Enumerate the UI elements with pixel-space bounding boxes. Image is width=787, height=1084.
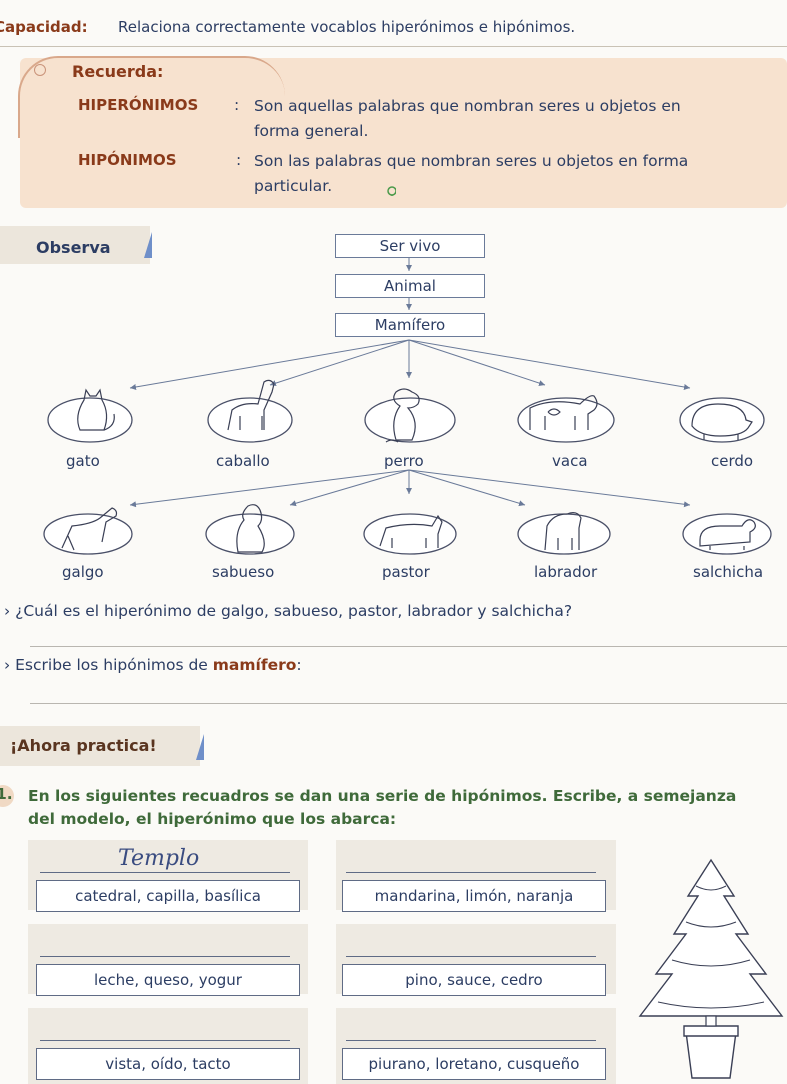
- ellipse-galgo: [43, 513, 133, 555]
- hyponym-box-3: leche, queso, yogur: [36, 964, 300, 996]
- hiponimos-term: HIPÓNIMOS: [78, 151, 177, 169]
- question-hiponimos-bold: mamífero: [212, 656, 297, 674]
- answer-line-2[interactable]: [30, 703, 787, 704]
- write-line-2[interactable]: [346, 872, 596, 873]
- exercise-number-badge: [0, 785, 14, 807]
- hiperonimos-definition-line2: forma general.: [254, 122, 369, 140]
- hyponym-diagram: [43, 258, 772, 555]
- answer-line-1[interactable]: [30, 646, 787, 647]
- practica-title: ¡Ahora practica!: [10, 736, 157, 755]
- hierarchy-box-ser-vivo: Ser vivo: [335, 234, 485, 258]
- question-hiperonimo: › ¿Cuál es el hiperónimo de galgo, sabue…: [4, 602, 573, 620]
- hiponimos-definition-line1: Son las palabras que nombran seres u obj…: [254, 152, 689, 170]
- practica-band: [0, 726, 200, 766]
- hyponym-box-6: piurano, loretano, cusqueño: [342, 1048, 606, 1080]
- pine-tree-icon: [638, 858, 784, 1079]
- recuerda-panel: [20, 58, 787, 208]
- hiponimos-definition-line2: particular.: [254, 177, 333, 195]
- hyponym-box-2: mandarina, limón, naranja: [342, 880, 606, 912]
- hiperonimos-term: HIPERÓNIMOS: [78, 96, 199, 114]
- write-line-4[interactable]: [346, 956, 596, 957]
- hierarchy-box-animal: Animal: [335, 274, 485, 298]
- write-line-6[interactable]: [346, 1040, 596, 1041]
- ellipse-labrador: [517, 513, 611, 555]
- exercise-number: 1.: [0, 785, 13, 803]
- hiperonimos-colon: :: [234, 96, 240, 114]
- hyponym-box-4: pino, sauce, cedro: [342, 964, 606, 996]
- question-hiponimos-suffix: :: [296, 656, 302, 674]
- hyponym-box-5: vista, oído, tacto: [36, 1048, 300, 1080]
- question-hiponimos: › Escribe los hipónimos de mamífero:: [4, 656, 302, 674]
- triangle-marker-icon: [196, 734, 204, 760]
- observa-band: [0, 226, 150, 264]
- write-line-1[interactable]: [40, 872, 290, 873]
- capacidad-label: Capacidad:: [0, 18, 88, 36]
- ellipse-gato: [47, 397, 133, 443]
- ellipse-caballo: [207, 397, 293, 443]
- label-pastor: pastor: [382, 563, 430, 581]
- label-sabueso: sabueso: [212, 563, 275, 581]
- recuerda-bubble-outline: [18, 56, 285, 138]
- hiperonimos-definition-line1: Son aquellas palabras que nombran seres …: [254, 97, 681, 115]
- label-perro: perro: [384, 452, 424, 470]
- write-line-3[interactable]: [40, 956, 290, 957]
- label-gato: gato: [66, 452, 100, 470]
- write-line-5[interactable]: [40, 1040, 290, 1041]
- hierarchy-box-mamifero: Mamífero: [335, 313, 485, 337]
- hyponym-box-1: catedral, capilla, basílica: [36, 880, 300, 912]
- ellipse-sabueso: [205, 513, 295, 555]
- header-divider: [0, 46, 787, 47]
- question-hiponimos-prefix: › Escribe los hipónimos de: [4, 656, 213, 674]
- label-caballo: caballo: [216, 452, 270, 470]
- pin-icon: [387, 186, 396, 196]
- bullet-circle-icon: [34, 64, 46, 76]
- observa-title: Observa: [36, 238, 111, 257]
- ellipse-pastor: [363, 513, 457, 555]
- ellipse-perro: [364, 397, 456, 443]
- label-salchicha: salchicha: [693, 563, 764, 581]
- recuerda-title: Recuerda:: [72, 62, 164, 81]
- ellipse-cerdo: [679, 397, 765, 443]
- ellipse-salchicha: [682, 513, 772, 555]
- capacidad-text: Relaciona correctamente vocablos hiperón…: [118, 18, 576, 36]
- exercise-instruction: En los siguientes recuadros se dan una s…: [28, 787, 737, 828]
- hiponimos-colon: :: [236, 151, 242, 169]
- label-cerdo: cerdo: [711, 452, 754, 470]
- triangle-marker-icon: [144, 232, 152, 258]
- label-vaca: vaca: [552, 452, 588, 470]
- label-galgo: galgo: [62, 563, 104, 581]
- label-labrador: labrador: [534, 563, 598, 581]
- ellipse-vaca: [517, 397, 615, 443]
- modelo-answer: Templo: [118, 846, 200, 871]
